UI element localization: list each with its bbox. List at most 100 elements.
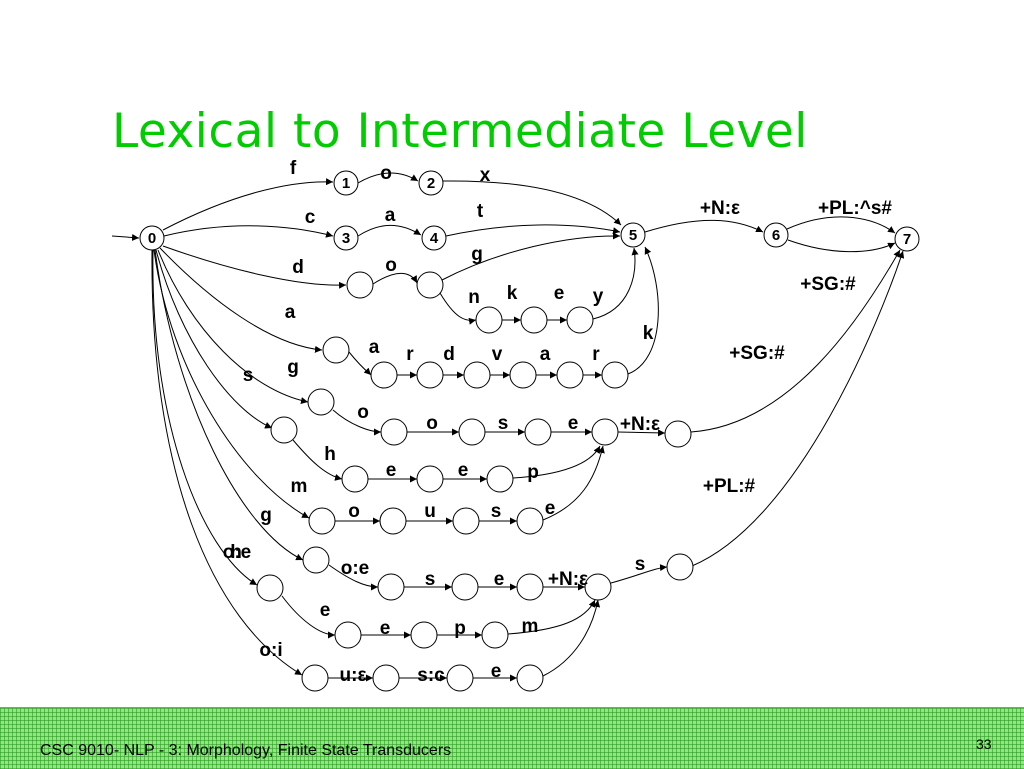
transition-36 [512,445,601,479]
state-s1 [333,170,359,196]
transition-3 [442,180,622,226]
edge-label-11: e [554,283,565,304]
edge-label-40: e [545,498,556,519]
state-sc1 [516,664,544,692]
transition-1 [162,178,334,231]
state-d3 [463,361,491,389]
transition-23 [786,216,896,234]
edge-label-55: u:ε [340,665,367,686]
transition-8 [372,272,418,285]
edge-label-15: r [406,344,414,365]
transition-6 [445,224,621,237]
state-label-s4: 4 [430,230,439,247]
page-number: 33 [976,736,992,752]
state-oi1 [372,664,400,692]
state-ue1 [446,664,474,692]
transition-50 [281,595,336,639]
edge-label-12: y [593,286,604,307]
state-n1 [475,306,503,334]
state-s7 [894,226,920,252]
state-g1 [307,388,335,416]
state-o2 [458,418,486,446]
state-N1 [664,420,692,448]
transition-24 [787,239,896,253]
edge-label-33: e [386,460,397,481]
state-s3 [333,225,359,251]
state-label-s6: 6 [772,227,780,244]
state-s9 [524,418,552,446]
state-a3 [556,361,584,389]
state-o3 [379,507,407,535]
edge-label-43: o:e [223,542,252,563]
edge-label-50: e [320,600,331,621]
state-e4 [486,465,514,493]
transition-41 [542,445,605,521]
state-d2 [416,271,444,299]
edge-label-27: o [357,402,369,423]
transition-54 [151,249,303,676]
transition-10 [439,292,477,325]
edge-label-22: +PL:^s# [818,198,892,219]
edge-label-4: a [385,205,396,226]
transition-42 [691,250,905,567]
state-s6 [763,222,789,248]
edge-label-26: g [287,357,299,378]
edge-label-47: +N:ε [548,569,588,590]
transition-49 [152,249,258,586]
state-a2 [370,361,398,389]
edge-label-2: x [480,165,491,186]
transition-15 [348,351,372,376]
transition-25 [690,249,901,433]
state-e6 [410,621,438,649]
edge-label-44: o:e [341,558,370,579]
transition-13 [592,247,639,320]
edge-label-14: a [369,337,380,358]
state-h1 [341,465,369,493]
state-k1 [520,306,548,334]
state-s11 [256,574,284,602]
state-s0 [139,225,165,251]
footer-text: CSC 9010- NLP - 3: Morphology, Finite St… [40,742,452,759]
state-e3 [416,465,444,493]
state-label-s2: 2 [427,175,435,192]
state-u1 [452,507,480,535]
edge-label-34: e [458,460,469,481]
edge-label-1: o [380,163,392,184]
edge-label-29: s [498,413,509,434]
state-e5 [584,573,612,601]
transition-33 [292,439,343,481]
state-g2 [302,546,330,574]
state-oe2 [451,573,479,601]
edge-label-18: a [540,344,551,365]
transition-22 [644,219,764,233]
state-m1 [308,507,336,535]
edge-label-56: s:c [417,665,445,686]
state-d1 [346,271,374,299]
transition-14 [159,247,323,353]
state-r2 [601,361,629,389]
edge-label-53: m [522,616,539,637]
edge-label-20: k [643,323,654,344]
state-v1 [509,361,537,389]
transition-32 [155,249,273,429]
transition-0 [111,233,140,241]
edge-label-51: e [380,618,391,639]
edge-label-48: s [635,554,646,575]
edge-label-42: g [260,505,272,526]
transition-48 [610,564,668,584]
transition-53 [507,599,596,635]
edge-label-5: t [477,201,484,222]
state-oe1 [377,573,405,601]
edge-label-32: h [324,444,336,465]
edge-label-37: o [348,501,360,522]
transition-44 [328,564,379,591]
edge-label-24: +SG:# [729,343,785,364]
edge-label-19: r [592,344,600,365]
edge-label-7: o [385,255,397,276]
state-s2 [418,170,444,196]
edge-label-21: +N:ε [700,198,740,219]
edge-label-31: +N:ε [620,414,660,435]
state-s10 [516,507,544,535]
edge-label-13: a [285,302,296,323]
